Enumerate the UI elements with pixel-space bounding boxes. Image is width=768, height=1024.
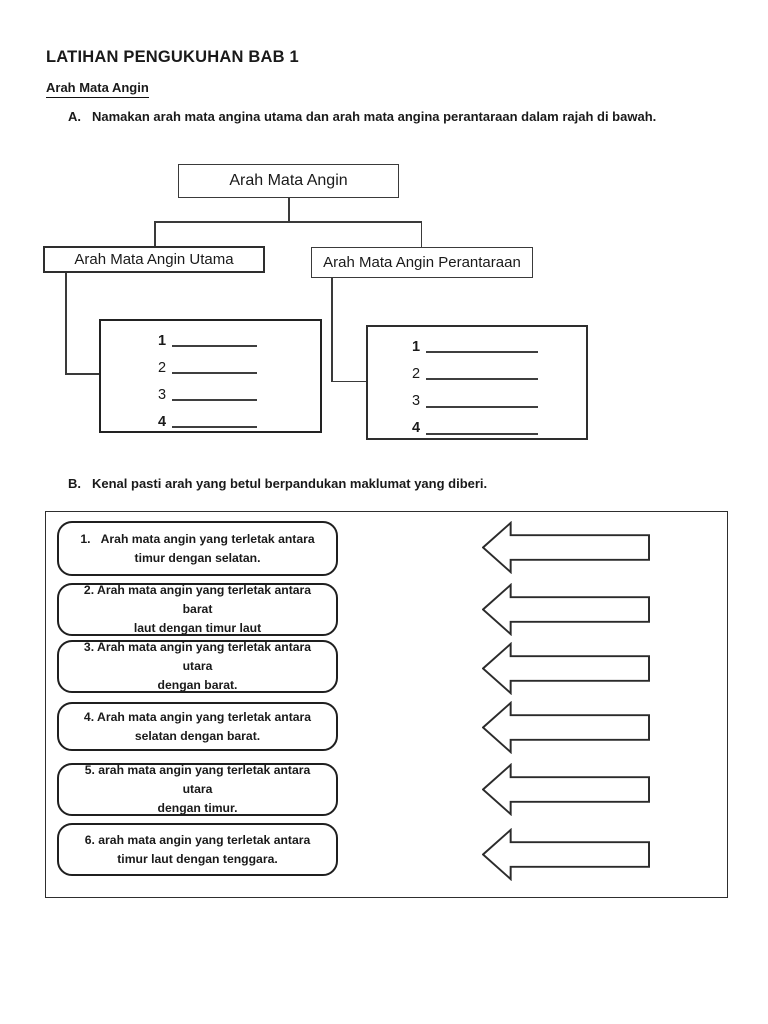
section-b-instruction: Kenal pasti arah yang betul berpandukan … <box>92 476 488 491</box>
connector-line <box>154 221 422 223</box>
left-arrow-icon <box>482 701 650 754</box>
diagram-root-box: Arah Mata Angin <box>178 164 399 198</box>
blank-row: 3 <box>101 377 320 402</box>
blank-row: 4 <box>368 411 586 436</box>
question-panel: 1. Arah mata angin yang terletak antara … <box>45 511 728 898</box>
question-text-line1: 4. Arah mata angin yang terletak antara <box>83 709 312 724</box>
blank-row: 2 <box>101 350 320 375</box>
connector-line <box>420 221 422 248</box>
blank-number: 2 <box>412 365 421 382</box>
left-arrow-icon <box>482 583 650 636</box>
question-text-line2: selatan dengan barat. <box>134 728 261 743</box>
blank-row: 3 <box>368 384 586 409</box>
question-text-line2: dengan timur. <box>157 801 238 815</box>
left-arrow-icon <box>482 828 650 881</box>
connector-line <box>288 198 290 222</box>
connector-line <box>331 277 333 382</box>
question-box: 2. Arah mata angin yang terletak antara … <box>57 583 338 636</box>
blank-line <box>172 343 258 347</box>
blank-line <box>426 349 539 354</box>
blank-row: 2 <box>368 356 586 381</box>
question-box: 1. Arah mata angin yang terletak antara … <box>57 521 338 576</box>
diagram-branch-utama-box: Arah Mata Angin Utama <box>43 246 265 273</box>
question-box: 6. arah mata angin yang terletak antara … <box>57 823 338 876</box>
question-text-line1: 1. Arah mata angin yang terletak antara <box>80 531 315 546</box>
left-arrow-icon <box>482 521 650 574</box>
question-text-line2: timur laut dengan tenggara. <box>117 851 278 866</box>
blank-line <box>172 397 258 401</box>
connector-line <box>331 380 368 382</box>
question-box: 5. arah mata angin yang terletak antara … <box>57 763 338 816</box>
blank-number: 1 <box>412 338 421 355</box>
section-a-label: A. <box>68 109 81 124</box>
diagram-branch-perantaraan-label: Arah Mata Angin Perantaraan <box>323 254 521 271</box>
blank-number: 4 <box>158 413 167 430</box>
blank-line <box>426 404 539 408</box>
question-text-line2: dengan barat. <box>157 678 238 692</box>
connector-line <box>65 373 101 375</box>
question-text-line2: laut dengan timur laut <box>133 621 262 635</box>
question-box: 4. Arah mata angin yang terletak antara … <box>57 702 338 751</box>
blank-row: 1 <box>101 323 320 348</box>
blank-number: 1 <box>158 332 167 349</box>
diagram-branch-perantaraan-box: Arah Mata Angin Perantaraan <box>311 247 533 278</box>
blank-line <box>426 376 539 381</box>
question-text-line1: 2. Arah mata angin yang terletak antara … <box>83 583 312 616</box>
question-text-line2: timur dengan selatan. <box>134 550 261 565</box>
blank-row: 4 <box>101 404 320 429</box>
blank-line <box>172 424 258 428</box>
section-a-instruction: Namakan arah mata angina utama dan arah … <box>92 109 657 124</box>
blank-line <box>172 370 258 374</box>
blank-line <box>426 431 539 435</box>
blank-number: 3 <box>158 386 167 403</box>
blank-number: 3 <box>412 393 421 410</box>
diagram-root-label: Arah Mata Angin <box>229 172 348 189</box>
left-arrow-icon <box>482 642 650 695</box>
connector-line <box>154 221 156 247</box>
answer-box-perantaraan: 1 2 3 4 <box>366 325 588 440</box>
page-title: LATIHAN PENGUKUHAN BAB 1 <box>46 48 299 66</box>
diagram-branch-utama-label: Arah Mata Angin Utama <box>74 251 234 268</box>
question-text-line1: 3. Arah mata angin yang terletak antara … <box>83 640 312 673</box>
section-b-label: B. <box>68 476 81 491</box>
answer-box-utama: 1 2 3 4 <box>99 319 322 433</box>
blank-number: 2 <box>158 359 167 376</box>
blank-row: 1 <box>368 329 586 354</box>
question-text-line1: 6. arah mata angin yang terletak antara <box>84 832 311 847</box>
blank-number: 4 <box>412 420 421 437</box>
question-box: 3. Arah mata angin yang terletak antara … <box>57 640 338 693</box>
left-arrow-icon <box>482 763 650 816</box>
page-subtitle: Arah Mata Angin <box>46 80 149 98</box>
section-b-instruction-line: B. Kenal pasti arah yang betul berpanduk… <box>68 476 728 491</box>
question-text-line1: 5. arah mata angin yang terletak antara … <box>84 763 311 796</box>
section-a-instruction-line: A. Namakan arah mata angina utama dan ar… <box>68 109 728 124</box>
connector-line <box>65 272 67 375</box>
